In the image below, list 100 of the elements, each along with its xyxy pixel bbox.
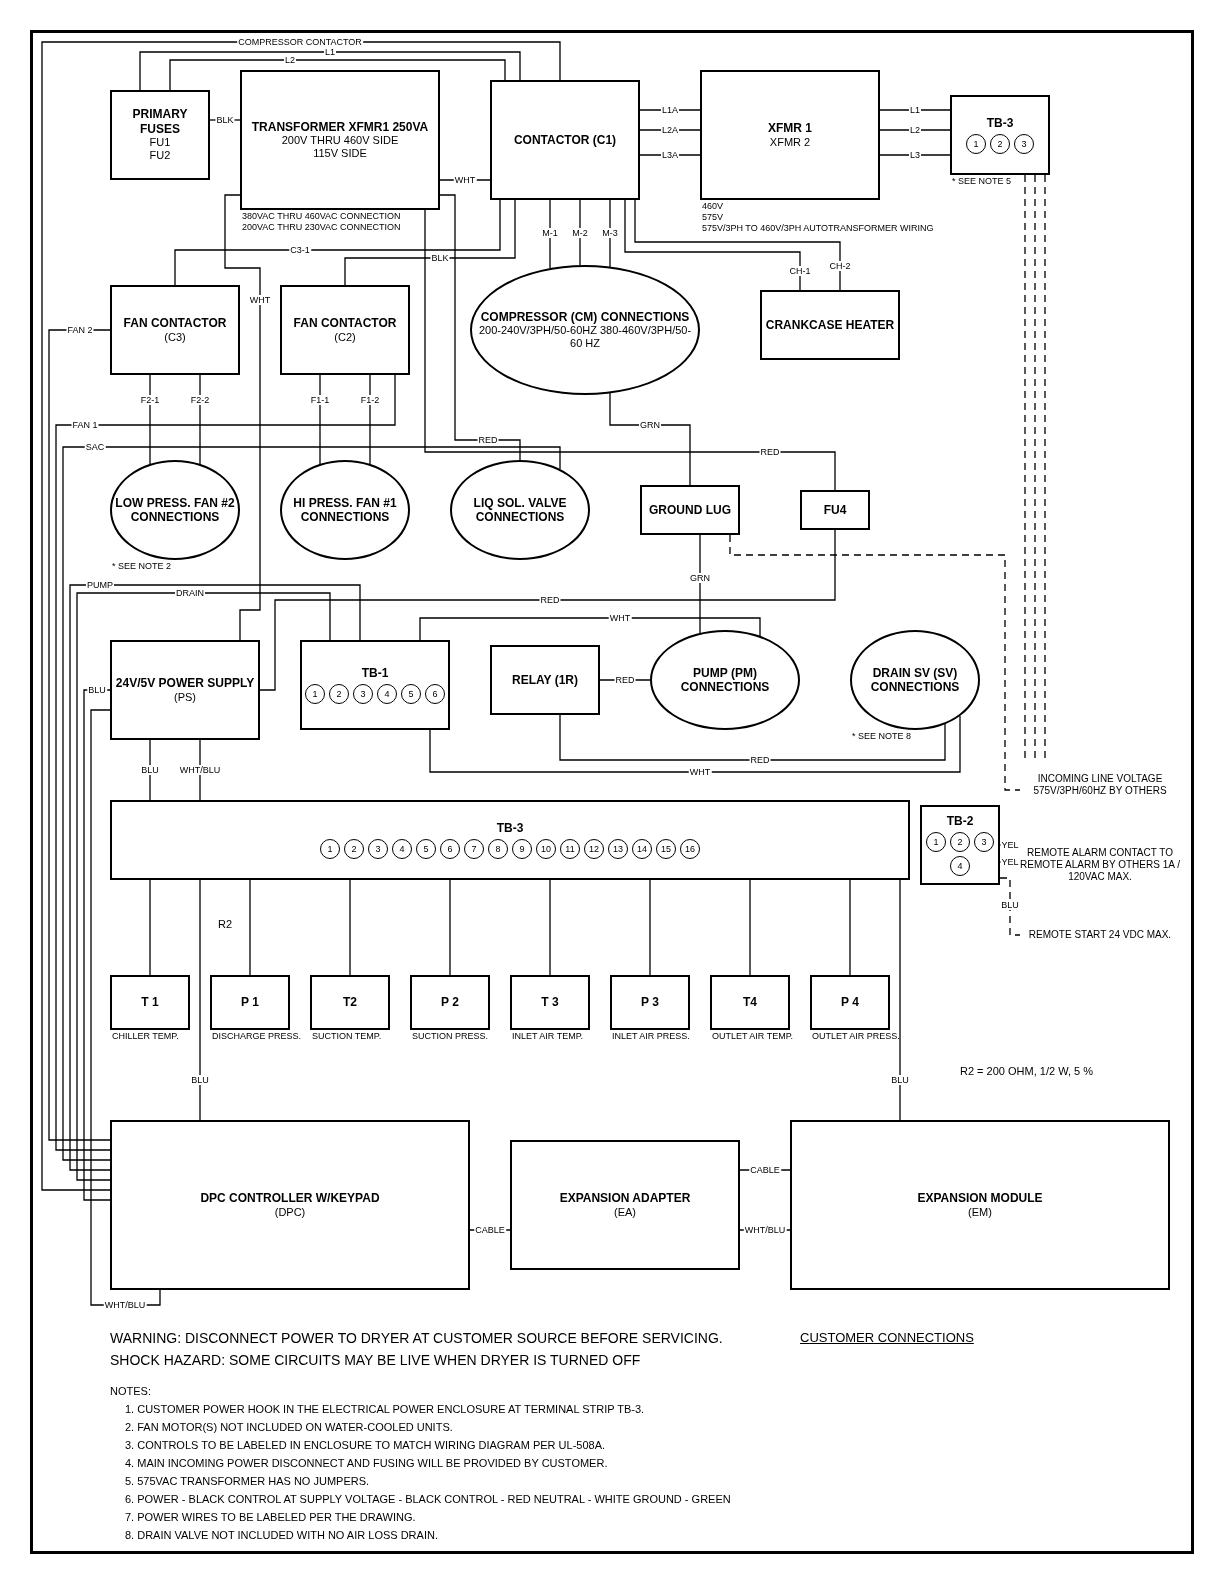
wire [199,879,201,1121]
section-heading: CUSTOMER CONNECTIONS [800,1330,974,1345]
relay-box [490,645,600,715]
wire-label: L2A [661,125,679,135]
component-label: TB-2 [946,814,974,829]
resistor-label: R2 [218,918,233,930]
wire-label: YEL [1000,857,1020,867]
component-label: T 1 [141,995,159,1010]
wire-label: GRN [689,573,711,583]
warning-text: WARNING: DISCONNECT POWER TO DRYER AT CUSTOMER SOURCE BEFORE SERVICING. [110,1330,723,1346]
wire [899,879,901,1121]
component-label: TRANSFORMER XFMR1 250VA [251,119,429,134]
component-label: P 4 [841,995,859,1010]
terminal-strip [300,640,450,730]
wire-label: CH-2 [828,261,852,271]
field-wire [729,534,1021,791]
caption-text: OUTLET AIR PRESS. [812,1031,900,1042]
note-text: INCOMING LINE VOLTAGE 575V/3PH/60HZ BY OTHERS [1032,773,1168,797]
wire-label: CABLE [749,1165,781,1175]
wire-label: L2 [284,55,296,65]
wire-label: WHT [688,767,712,777]
component-label: FAN CONTACTOR [293,316,397,331]
terminal-strip [110,800,910,880]
wire-label: BLK [430,253,450,263]
component-label: FU4 [823,502,847,518]
caption-text: 200VAC THRU 230VAC CONNECTION [242,221,401,233]
contactor-box [110,285,240,375]
wire-label: M-1 [541,228,559,238]
wire [55,374,396,1151]
wire [149,374,151,465]
component-label: XFMR 1 [768,121,812,136]
component-label: EXPANSION MODULE [917,1191,1043,1206]
caption-text: OUTLET AIR TEMP. [712,1031,794,1042]
wire-label: CH-1 [788,266,812,276]
wire [224,194,261,641]
wire-label: FAN 1 [71,420,99,430]
wire [90,709,161,1306]
wire-label: RED [477,435,499,445]
component-label: CONTACTOR (C1) [513,132,617,148]
wire-label: RED [749,755,771,765]
wire-label: FAN 2 [66,325,94,335]
wire [199,739,201,801]
wire-label: COMPRESSOR CONTACTOR [237,37,363,47]
note-text: 5. 575VAC TRANSFORMER HAS NO JUMPERS. [125,1475,370,1487]
field-wire [1034,174,1036,761]
note-text: 4. MAIN INCOMING POWER DISCONNECT AND FUSING WILL BE PROVIDED BY CUSTOMER. [125,1457,608,1469]
wire-label: F1-1 [309,395,331,405]
wire-label: BLU [87,685,107,695]
wire-label: F2-2 [189,395,211,405]
caption-text: SUCTION PRESS. [412,1031,488,1042]
wire-label: BLU [140,765,160,775]
caption-text: CHILLER TEMP. [112,1031,179,1042]
wire [169,59,506,91]
wire [699,534,701,634]
component-label: TB-1 [361,666,389,681]
component-label: CRANKCASE HEATER [765,317,895,333]
wire-label: WHT [453,175,477,185]
component-label: LOW PRESS. FAN #2 CONNECTIONS [115,495,235,525]
wire-label: PUMP [86,580,114,590]
wire-label: RED [759,447,781,457]
wire-label: WHT [248,295,272,305]
component-label: FAN CONTACTOR [123,316,227,331]
wire [624,199,801,291]
wire [199,374,201,465]
wire [349,879,351,976]
field-wire [1024,174,1026,761]
note-text: 1. CUSTOMER POWER HOOK IN THE ELECTRICAL POWER ENCLOSURE AT TERMINAL STRIP TB-3. [125,1403,645,1415]
caption-text: 575V/3PH TO 460V/3PH AUTOTRANSFORMER WIRING [702,222,934,234]
caption-text: 460V [702,201,725,212]
wire-label: F1-2 [359,395,381,405]
notes-heading: NOTES: [110,1385,151,1397]
component-label: EXPANSION ADAPTER [559,1191,691,1206]
wire [41,41,561,1191]
wire-label: BLU [890,1075,910,1085]
wire [139,51,521,91]
component-label: (C3) [164,330,186,344]
wire [149,879,151,976]
note-text: R2 = 200 OHM, 1/2 W, 5 % [960,1065,1093,1077]
caption-text: * SEE NOTE 5 [952,176,1012,187]
wire [879,154,951,156]
power-supply-box [110,640,260,740]
component-label: (EA) [614,1205,636,1219]
component-label: T4 [743,995,757,1010]
wire [559,714,946,761]
adapter-box [510,1140,740,1270]
wire-label: WHT [608,613,632,623]
wire [259,529,836,691]
caption-text: * SEE NOTE 2 [112,561,172,572]
wire [609,392,691,486]
module-box [790,1120,1170,1290]
wire [579,199,581,266]
wire-label: YEL [1000,840,1020,850]
wire [48,329,111,1141]
controller-box [110,1120,470,1290]
wire [609,199,611,268]
component-label: (C2) [334,330,356,344]
wire [344,199,516,286]
wire-label: M-2 [571,228,589,238]
wire [76,592,331,1181]
component-label: TB-3 [496,821,524,836]
